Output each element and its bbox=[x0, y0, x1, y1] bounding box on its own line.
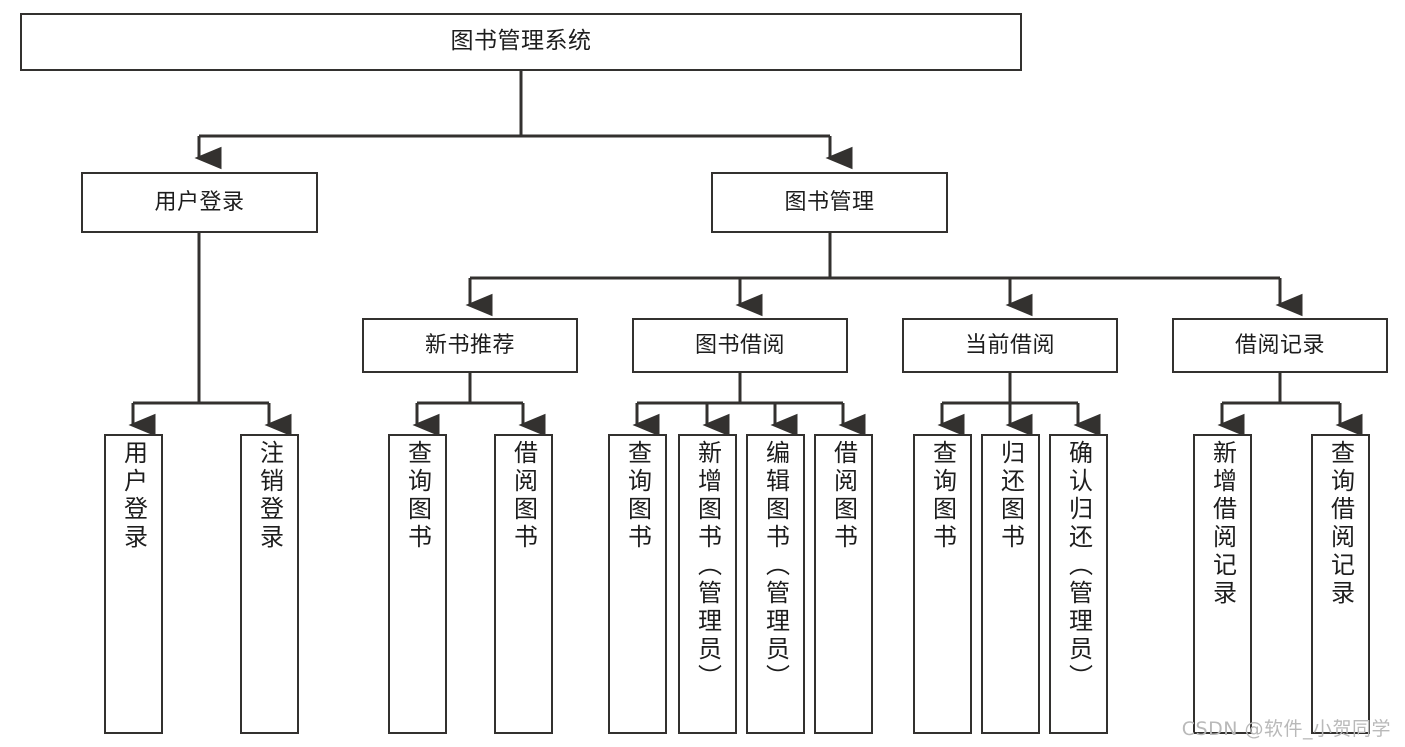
node-label: 查询借阅记录 bbox=[1326, 440, 1355, 608]
node-label: 查询图书 bbox=[403, 440, 432, 552]
node-label: 编辑图书（管理员） bbox=[761, 440, 790, 692]
node-current-borrow[interactable]: 当前借阅 bbox=[902, 318, 1118, 373]
node-label: 新书推荐 bbox=[424, 332, 515, 358]
node-label: 借阅图书 bbox=[829, 440, 858, 552]
leaf-user-login-login[interactable]: 用户登录 bbox=[104, 434, 163, 734]
node-new-book-recommend[interactable]: 新书推荐 bbox=[362, 318, 578, 373]
leaf-borrow-query-book[interactable]: 查询图书 bbox=[608, 434, 667, 734]
node-label: 图书管理系统 bbox=[450, 28, 592, 55]
node-label: 借阅记录 bbox=[1234, 332, 1325, 358]
leaf-record-query-record[interactable]: 查询借阅记录 bbox=[1311, 434, 1370, 734]
node-label: 图书借阅 bbox=[694, 332, 785, 358]
leaf-borrow-edit-book-admin[interactable]: 编辑图书（管理员） bbox=[746, 434, 805, 734]
node-borrow-records[interactable]: 借阅记录 bbox=[1172, 318, 1388, 373]
node-label: 新增借阅记录 bbox=[1208, 440, 1237, 608]
node-book-management[interactable]: 图书管理 bbox=[711, 172, 948, 233]
node-label: 查询图书 bbox=[623, 440, 652, 552]
leaf-current-confirm-return-admin[interactable]: 确认归还（管理员） bbox=[1049, 434, 1108, 734]
node-label: 注销登录 bbox=[255, 440, 284, 552]
leaf-borrow-add-book-admin[interactable]: 新增图书（管理员） bbox=[678, 434, 737, 734]
watermark-text: CSDN @软件_小贺同学 bbox=[1181, 718, 1391, 740]
node-label: 确认归还（管理员） bbox=[1064, 440, 1093, 692]
node-label: 查询图书 bbox=[928, 440, 957, 552]
leaf-borrow-borrow-book[interactable]: 借阅图书 bbox=[814, 434, 873, 734]
leaf-current-return-book[interactable]: 归还图书 bbox=[981, 434, 1040, 734]
node-label: 归还图书 bbox=[996, 440, 1025, 552]
node-label: 用户登录 bbox=[154, 189, 245, 215]
node-label: 借阅图书 bbox=[509, 440, 538, 552]
leaf-user-login-logout[interactable]: 注销登录 bbox=[240, 434, 299, 734]
node-user-login[interactable]: 用户登录 bbox=[81, 172, 318, 233]
node-book-borrow[interactable]: 图书借阅 bbox=[632, 318, 848, 373]
node-label: 新增图书（管理员） bbox=[693, 440, 722, 692]
node-root-system[interactable]: 图书管理系统 bbox=[20, 13, 1022, 71]
node-label: 用户登录 bbox=[119, 440, 148, 552]
leaf-new-book-query[interactable]: 查询图书 bbox=[388, 434, 447, 734]
leaf-record-add-record[interactable]: 新增借阅记录 bbox=[1193, 434, 1252, 734]
node-label: 当前借阅 bbox=[964, 332, 1055, 358]
leaf-new-book-borrow[interactable]: 借阅图书 bbox=[494, 434, 553, 734]
node-label: 图书管理 bbox=[784, 189, 875, 215]
leaf-current-query-book[interactable]: 查询图书 bbox=[913, 434, 972, 734]
